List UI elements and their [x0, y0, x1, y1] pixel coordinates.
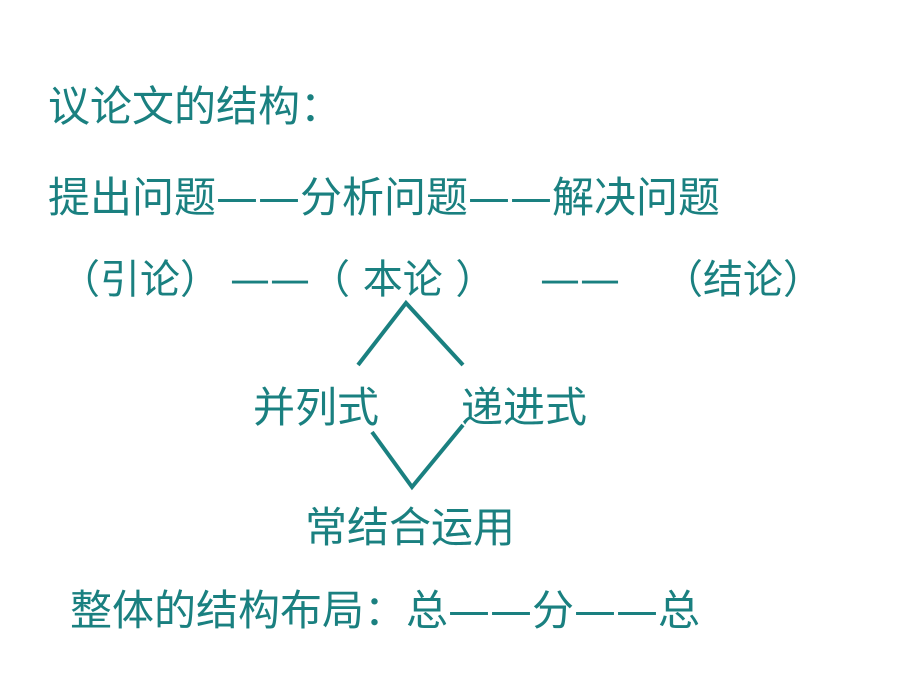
- progressive-type-label: 递进式: [461, 383, 588, 432]
- process-flow-line: 提出问题——分析问题——解决问题: [48, 173, 721, 222]
- lower-branch-line: [370, 423, 465, 491]
- upper-branch-line: [356, 299, 465, 367]
- body-label: ——（ 本论 ）: [230, 257, 496, 303]
- combined-use-label: 常结合运用: [305, 503, 516, 552]
- overall-structure-summary: 整体的结构布局：总——分——总: [70, 586, 701, 635]
- parallel-type-label: 并列式: [253, 383, 380, 432]
- intro-label: （引论）: [60, 257, 220, 303]
- dash-connector: ——: [540, 257, 620, 303]
- slide-title: 议论文的结构：: [48, 82, 343, 131]
- conclusion-label: （结论）: [663, 257, 823, 303]
